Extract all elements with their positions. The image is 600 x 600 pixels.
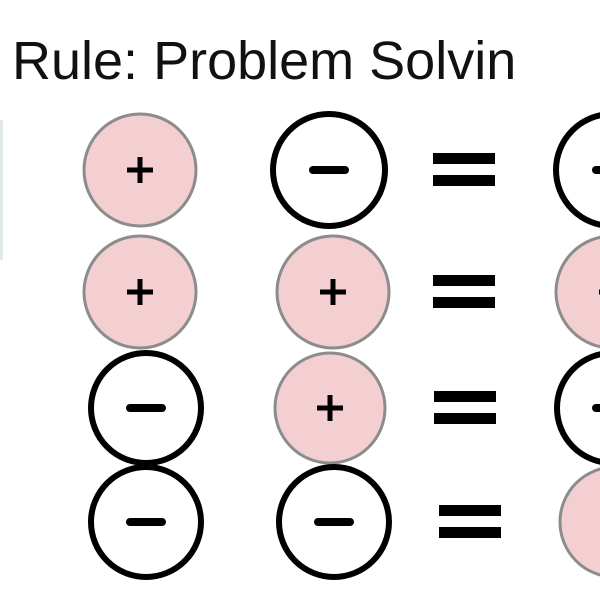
- plus-icon-stem: [137, 279, 143, 305]
- plus-icon-stem: [327, 395, 333, 421]
- row-4-result-positive-circle: [558, 467, 600, 577]
- row-4-second-negative-circle: [276, 464, 392, 580]
- equals-icon-bottom: [434, 413, 496, 424]
- minus-icon: [126, 518, 166, 526]
- minus-icon: [126, 404, 166, 412]
- row-1-second-negative-circle: [270, 111, 388, 229]
- minus-icon: [592, 166, 600, 174]
- equals-icon-bottom: [439, 527, 501, 538]
- row-2-first-positive-circle: [82, 234, 198, 350]
- row-3-result-negative-circle-ring: [554, 351, 600, 465]
- slide-title: Rule: Problem Solvin: [12, 31, 517, 91]
- row-4-first-negative-circle: [88, 464, 204, 580]
- row-1-result-negative-circle: [553, 112, 600, 228]
- equals-icon-top: [434, 391, 496, 402]
- row-1-first-positive-circle: [82, 112, 198, 228]
- minus-icon: [314, 518, 354, 526]
- equals-icon-top: [439, 505, 501, 516]
- row-1-equals-icon: [433, 153, 495, 186]
- equals-icon-top: [433, 153, 495, 164]
- minus-icon: [309, 166, 349, 174]
- row-4-equals-icon: [439, 505, 501, 538]
- plus-icon-stem: [137, 157, 143, 183]
- minus-icon: [592, 404, 600, 412]
- left-edge-strip: [0, 120, 3, 260]
- row-3-first-negative-circle: [88, 350, 204, 466]
- equals-icon-top: [433, 275, 495, 286]
- row-4-result-positive-circle-ring: [558, 467, 600, 577]
- equals-icon-bottom: [433, 175, 495, 186]
- row-3-equals-icon: [434, 391, 496, 424]
- row-2-result-positive-circle: [554, 235, 600, 349]
- row-2-result-positive-circle-ring: [554, 235, 600, 349]
- plus-icon-stem: [330, 279, 336, 305]
- row-3-second-positive-circle: [273, 351, 387, 465]
- row-1-result-negative-circle-ring: [553, 112, 600, 228]
- equals-icon-bottom: [433, 297, 495, 308]
- row-3-result-negative-circle: [554, 351, 600, 465]
- row-2-second-positive-circle: [275, 234, 391, 350]
- row-2-equals-icon: [433, 275, 495, 308]
